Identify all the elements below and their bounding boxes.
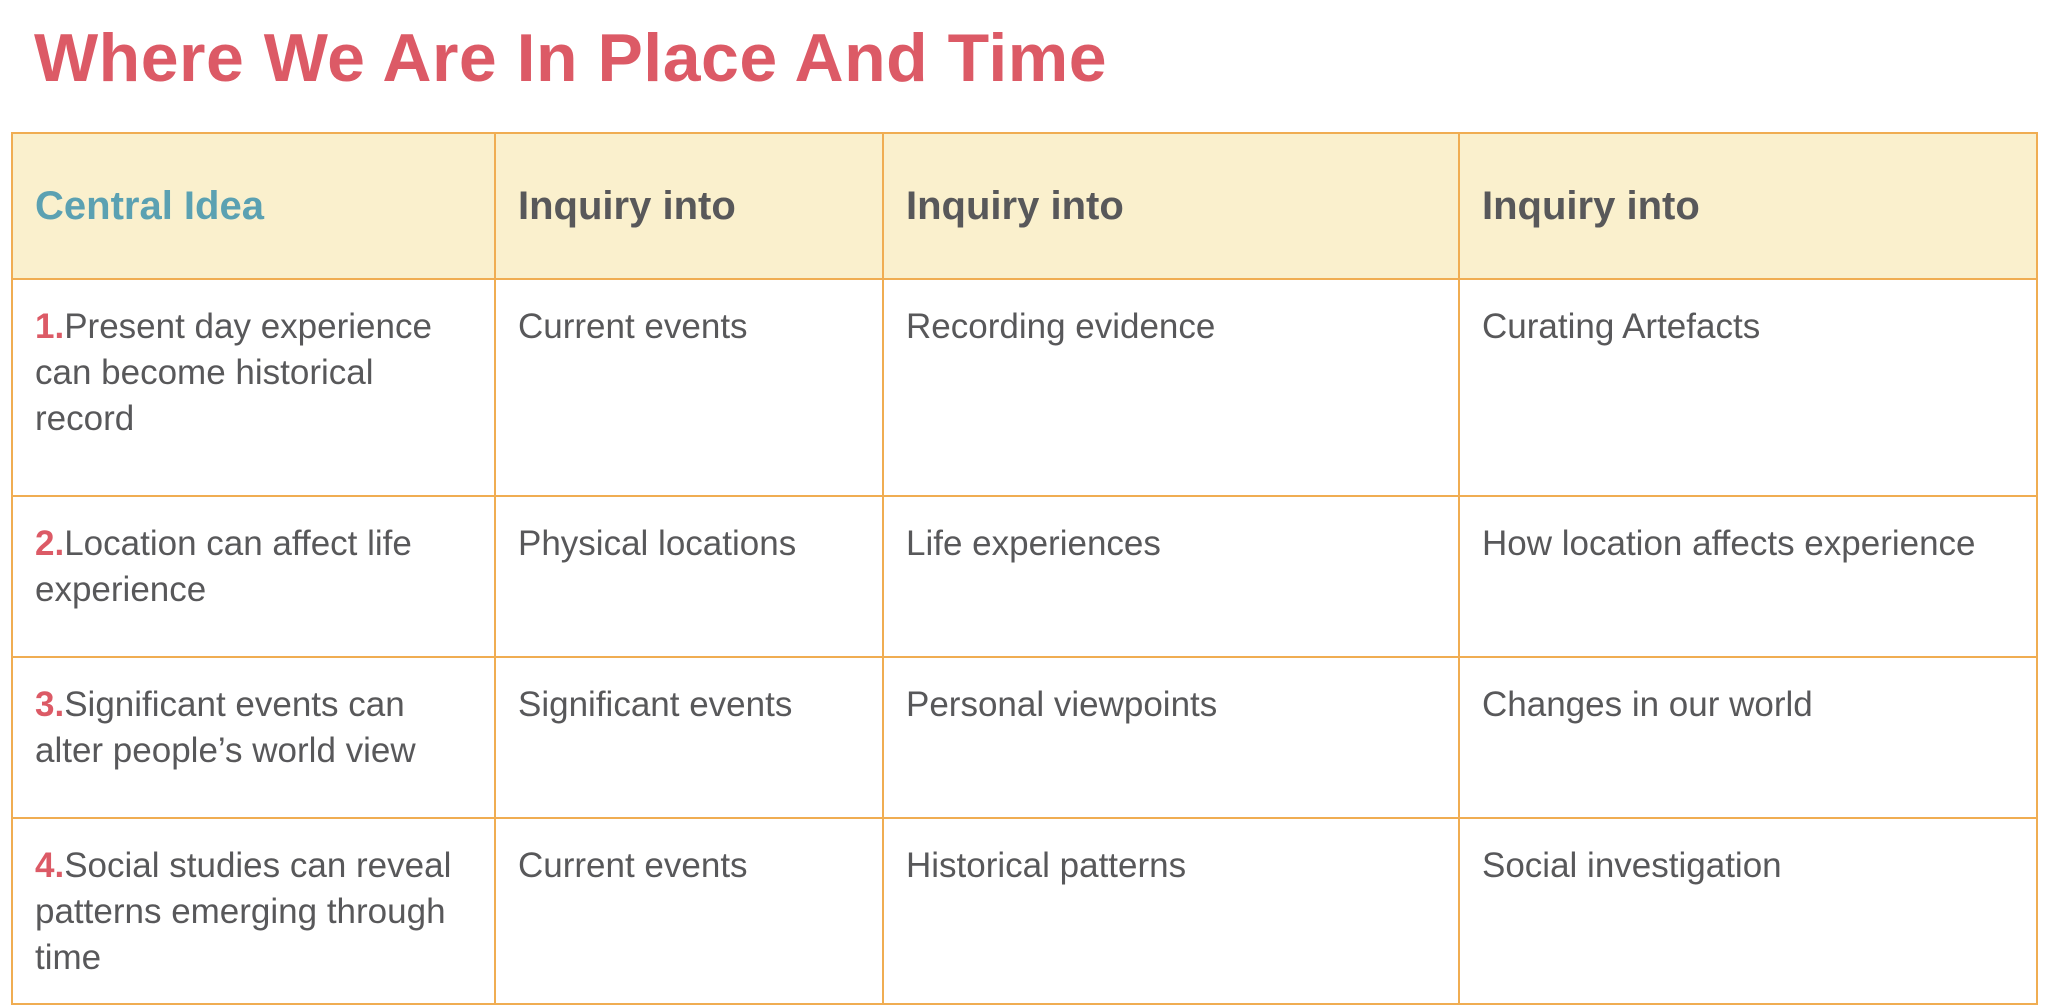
idea-text: Present day experience can become histor…	[35, 307, 432, 438]
idea-number: 3.	[35, 685, 65, 724]
header-inquiry-1: Inquiry into	[494, 132, 884, 280]
table-row: 2.Location can affect life experience Ph…	[11, 495, 2038, 658]
idea-text: Social studies can reveal patterns emerg…	[35, 846, 452, 977]
inquiry-cell: Significant events	[494, 656, 884, 819]
header-inquiry-2: Inquiry into	[882, 132, 1460, 280]
table-row: 3.Significant events can alter people’s …	[11, 656, 2038, 819]
central-idea-cell: 3.Significant events can alter people’s …	[11, 656, 496, 819]
header-central-idea: Central Idea	[11, 132, 496, 280]
idea-text: Location can affect life experience	[35, 524, 412, 609]
inquiry-cell: Physical locations	[494, 495, 884, 658]
central-idea-cell: 2.Location can affect life experience	[11, 495, 496, 658]
inquiry-cell: How location affects experience	[1458, 495, 2038, 658]
inquiry-cell: Recording evidence	[882, 278, 1460, 497]
idea-number: 4.	[35, 846, 65, 885]
inquiry-cell: Social investigation	[1458, 817, 2038, 1005]
idea-number: 1.	[35, 307, 65, 346]
table-row: 1.Present day experience can become hist…	[11, 278, 2038, 497]
idea-text: Significant events can alter people’s wo…	[35, 685, 416, 770]
inquiry-cell: Current events	[494, 278, 884, 497]
header-inquiry-3: Inquiry into	[1458, 132, 2038, 280]
inquiry-cell: Current events	[494, 817, 884, 1005]
idea-number: 2.	[35, 524, 65, 563]
central-idea-cell: 4.Social studies can reveal patterns eme…	[11, 817, 496, 1005]
inquiry-cell: Changes in our world	[1458, 656, 2038, 819]
inquiry-cell: Personal viewpoints	[882, 656, 1460, 819]
inquiry-cell: Historical patterns	[882, 817, 1460, 1005]
inquiry-table: Central Idea Inquiry into Inquiry into I…	[11, 132, 2038, 1005]
central-idea-cell: 1.Present day experience can become hist…	[11, 278, 496, 497]
header-row: Central Idea Inquiry into Inquiry into I…	[11, 132, 2038, 280]
table-row: 4.Social studies can reveal patterns eme…	[11, 817, 2038, 1005]
page-title: Where We Are In Place And Time	[34, 20, 1108, 96]
inquiry-cell: Life experiences	[882, 495, 1460, 658]
inquiry-cell: Curating Artefacts	[1458, 278, 2038, 497]
